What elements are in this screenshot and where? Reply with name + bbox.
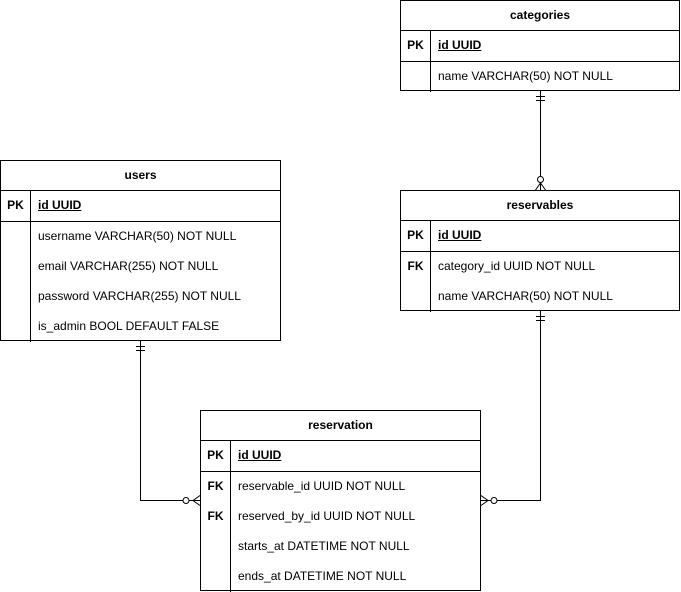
field-label: starts_at DATETIME NOT NULL — [238, 539, 410, 553]
field-row[interactable]: username VARCHAR(50) NOT NULL — [1, 222, 280, 252]
crow-foot-marker — [535, 182, 546, 191]
field-row[interactable]: FK category_id UUID NOT NULL — [401, 252, 679, 282]
field-label: id UUID — [238, 448, 282, 462]
field-row[interactable]: FK reservable_id UUID NOT NULL — [201, 472, 480, 502]
field-label: id UUID — [38, 198, 82, 212]
entity-title: reservables — [506, 198, 574, 212]
entity-reservation[interactable]: reservation PK id UUID FK reservable_id … — [200, 410, 481, 592]
pk-row[interactable]: PK id UUID — [201, 440, 480, 472]
field-label: reservable_id UUID NOT NULL — [238, 479, 406, 493]
entity-users[interactable]: users PK id UUID username VARCHAR(50) NO… — [0, 160, 281, 342]
entity-title: users — [124, 168, 157, 182]
field-row[interactable]: password VARCHAR(255) NOT NULL — [1, 282, 280, 312]
field-label: reserved_by_id UUID NOT NULL — [238, 509, 416, 523]
entity-categories[interactable]: categories PK id UUID name VARCHAR(50) N… — [400, 0, 680, 92]
field-row[interactable]: name VARCHAR(50) NOT NULL — [401, 62, 679, 92]
one-and-only-one-marker — [536, 96, 545, 101]
relationship-categories-reservables[interactable] — [535, 91, 546, 191]
key-label: FK — [201, 472, 231, 502]
field-label: name VARCHAR(50) NOT NULL — [438, 69, 613, 83]
zero-circle-marker — [182, 497, 190, 504]
key-label: PK — [201, 441, 231, 471]
entity-title: reservation — [308, 418, 373, 432]
zero-circle-marker — [490, 497, 498, 504]
key-label — [1, 312, 31, 342]
key-label — [201, 562, 231, 592]
field-row[interactable]: is_admin BOOL DEFAULT FALSE — [1, 312, 280, 342]
field-label: password VARCHAR(255) NOT NULL — [38, 289, 241, 303]
key-label — [1, 252, 31, 282]
pk-row[interactable]: PK id UUID — [401, 30, 679, 62]
field-label: username VARCHAR(50) NOT NULL — [38, 229, 237, 243]
field-label: name VARCHAR(50) NOT NULL — [438, 289, 613, 303]
key-label — [201, 532, 231, 562]
key-label: PK — [1, 191, 31, 221]
crow-foot-marker — [192, 495, 201, 506]
entity-reservables[interactable]: reservables PK id UUID FK category_id UU… — [400, 190, 680, 312]
field-label: id UUID — [438, 38, 482, 52]
field-row[interactable]: ends_at DATETIME NOT NULL — [201, 562, 480, 592]
field-label: is_admin BOOL DEFAULT FALSE — [38, 319, 220, 333]
pk-row[interactable]: PK id UUID — [401, 220, 679, 252]
connector-line — [140, 341, 200, 501]
key-label: FK — [201, 502, 231, 532]
field-label: ends_at DATETIME NOT NULL — [238, 569, 407, 583]
key-label: PK — [401, 31, 431, 61]
entity-title: categories — [509, 8, 571, 22]
field-row[interactable]: starts_at DATETIME NOT NULL — [201, 532, 480, 562]
zero-circle-marker — [537, 176, 544, 183]
one-and-only-one-marker — [536, 316, 545, 321]
key-label — [401, 62, 431, 92]
relationship-reservables-reservation[interactable] — [480, 311, 545, 506]
connector-line — [481, 311, 541, 501]
pk-row[interactable]: PK id UUID — [1, 190, 280, 222]
key-label — [401, 282, 431, 312]
field-row[interactable]: FK reserved_by_id UUID NOT NULL — [201, 502, 480, 532]
field-label: email VARCHAR(255) NOT NULL — [38, 259, 219, 273]
key-label — [1, 282, 31, 312]
field-row[interactable]: name VARCHAR(50) NOT NULL — [401, 282, 679, 312]
key-label — [1, 222, 31, 252]
field-label: id UUID — [438, 228, 482, 242]
field-label: category_id UUID NOT NULL — [438, 259, 596, 273]
one-and-only-one-marker — [136, 346, 145, 351]
key-label: PK — [401, 221, 431, 251]
crow-foot-marker — [480, 495, 489, 506]
key-label: FK — [401, 252, 431, 282]
field-row[interactable]: email VARCHAR(255) NOT NULL — [1, 252, 280, 282]
relationship-users-reservation[interactable] — [136, 341, 201, 506]
